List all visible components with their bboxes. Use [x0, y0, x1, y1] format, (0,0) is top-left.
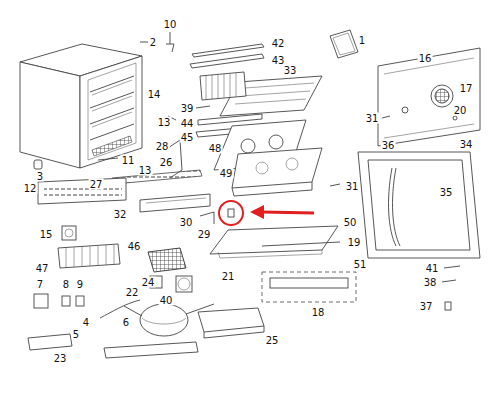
callout-number: 25: [265, 335, 280, 346]
callout-number: 16: [418, 53, 433, 64]
callout-number: 44: [180, 118, 195, 129]
callout-number: 14: [147, 89, 162, 100]
callout-number: 39: [180, 103, 195, 114]
callout-number: 1: [358, 35, 366, 46]
cabinet: [20, 42, 148, 168]
callout-number: 3: [36, 171, 44, 182]
callout-number: 13: [138, 165, 153, 176]
callout-number: 23: [53, 353, 68, 364]
callout-number: 48: [208, 143, 223, 154]
callout-number: 7: [36, 279, 44, 290]
callout-number: 35: [439, 187, 454, 198]
callout-number: 37: [419, 301, 434, 312]
callout-number: 6: [122, 317, 130, 328]
callout-number: 22: [125, 287, 140, 298]
callout-number: 33: [283, 65, 298, 76]
callout-number: 34: [459, 139, 474, 150]
callout-number: 10: [163, 19, 178, 30]
callout-number: 4: [82, 317, 90, 328]
callout-number: 26: [159, 157, 174, 168]
pointer-arrow: [262, 212, 314, 213]
callout-number: 28: [155, 141, 170, 152]
callout-number: 15: [39, 229, 54, 240]
callout-number: 47: [35, 263, 50, 274]
callout-number: 2: [149, 37, 157, 48]
callout-number: 31: [365, 113, 380, 124]
callout-number: 49: [219, 168, 234, 179]
callout-number: 32: [113, 209, 128, 220]
callout-number: 9: [76, 279, 84, 290]
callout-number: 36: [381, 140, 396, 151]
callout-number: 41: [425, 263, 440, 274]
arrow-head: [250, 205, 264, 219]
highlight-circle: [219, 201, 243, 225]
callout-number: 24: [141, 277, 156, 288]
callout-number: 5: [72, 329, 80, 340]
callout-number: 45: [180, 132, 195, 143]
callout-number: 51: [353, 259, 368, 270]
callout-number: 29: [197, 229, 212, 240]
callout-number: 20: [453, 105, 468, 116]
callout-number: 17: [459, 83, 474, 94]
callout-number: 19: [347, 237, 362, 248]
callout-number: 38: [423, 277, 438, 288]
callout-number: 31: [345, 181, 360, 192]
callout-number: 21: [221, 271, 236, 282]
callout-number: 42: [271, 38, 286, 49]
callout-number: 27: [89, 179, 104, 190]
callout-number: 50: [343, 217, 358, 228]
callout-number: 46: [127, 241, 142, 252]
callout-number: 8: [62, 279, 70, 290]
callout-number: 40: [159, 295, 174, 306]
callout-number: 12: [23, 183, 38, 194]
callout-number: 13: [157, 117, 172, 128]
callout-number: 30: [179, 217, 194, 228]
callout-number: 11: [121, 155, 136, 166]
callout-number: 18: [311, 307, 326, 318]
